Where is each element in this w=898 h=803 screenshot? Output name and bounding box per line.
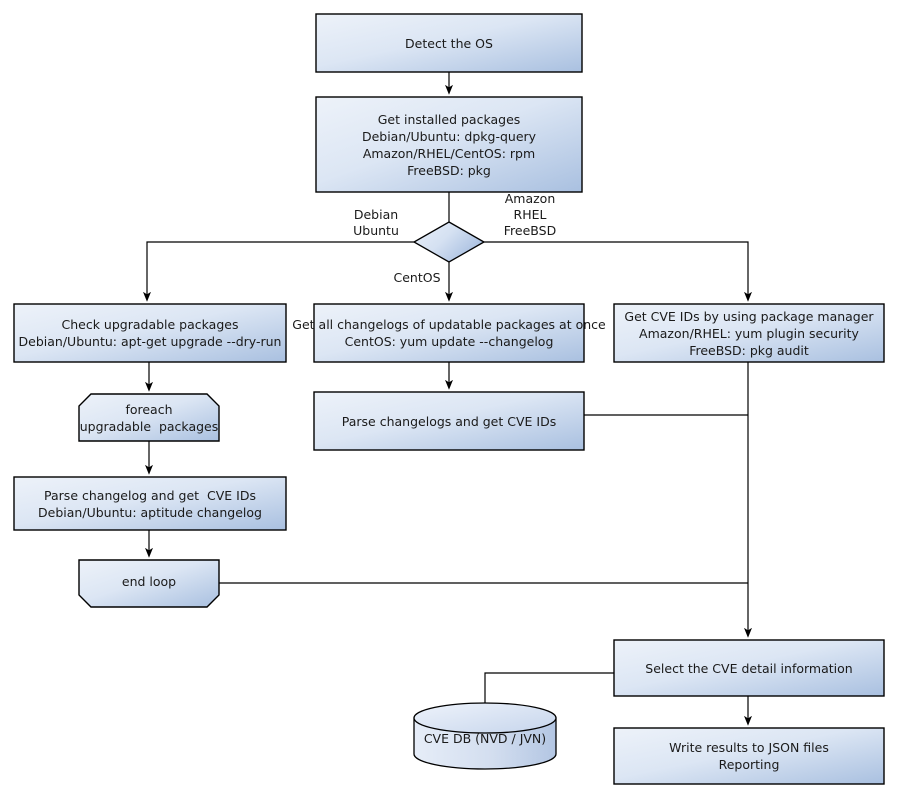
edge-db-link <box>484 672 614 714</box>
node-parse-changelog-debian <box>13 476 287 531</box>
edge-label-debian-ubuntu: Debian Ubuntu <box>353 207 399 238</box>
node-detect-os <box>315 13 583 73</box>
node-end-loop <box>78 559 220 608</box>
node-os-decision <box>412 221 486 263</box>
node-shapes <box>13 13 885 785</box>
edge-decision-amazon <box>484 241 752 302</box>
edge-decision-debian <box>143 241 414 302</box>
edge-label-amazon-rhel-freebsd: Amazon RHEL FreeBSD <box>503 191 557 238</box>
node-select-cve-detail <box>613 639 885 697</box>
edge-label-centos: CentOS <box>393 270 441 285</box>
node-write-results <box>613 727 885 785</box>
node-parse-changelogs-centos <box>313 391 585 451</box>
node-check-upgradable <box>13 303 287 363</box>
node-cve-database <box>413 702 557 770</box>
node-get-cve-ids-pkgmgr <box>613 303 885 363</box>
node-get-all-changelogs <box>313 303 585 363</box>
node-foreach-loop-start <box>78 393 220 442</box>
node-get-installed-packages <box>315 96 583 193</box>
